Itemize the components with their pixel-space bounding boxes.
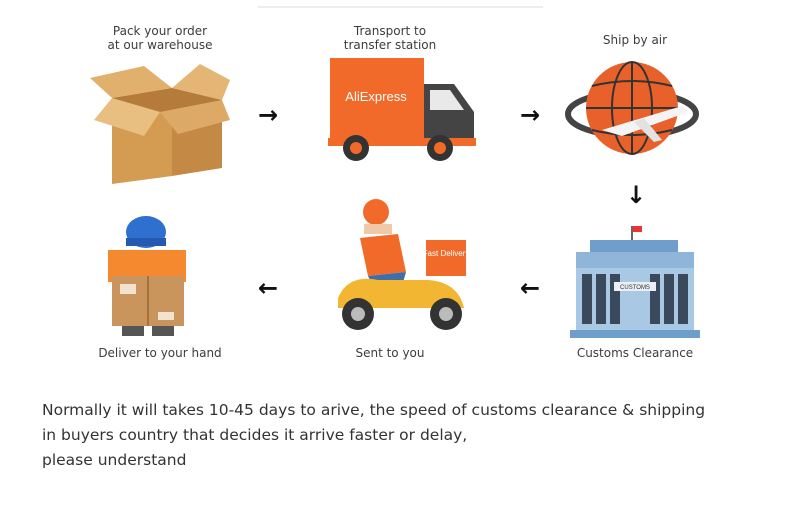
- customs-sign-text: CUSTOMS: [620, 285, 650, 291]
- note-line-1: Normally it will takes 10-45 days to ari…: [42, 401, 706, 419]
- delivery-truck-icon: AliExpress: [328, 58, 476, 161]
- globe-plane-icon: [565, 61, 699, 155]
- step-sent-label: Sent to you: [355, 346, 425, 360]
- shipping-time-note: Normally it will takes 10-45 days to ari…: [42, 398, 782, 473]
- customs-building-icon: CUSTOMS: [570, 226, 700, 338]
- truck-brand-text: AliExpress: [345, 89, 407, 104]
- note-line-3: please understand: [42, 451, 187, 469]
- arrow-right-icon: →: [258, 101, 279, 129]
- top-divider: [258, 6, 543, 8]
- arrow-left-icon-2: ←: [258, 274, 279, 302]
- step-pack-label: Pack your order at our warehouse: [107, 24, 213, 52]
- step-air-label: Ship by air: [602, 33, 668, 47]
- arrow-left-icon: ←: [520, 274, 541, 302]
- delivery-box-text: Fast Delivery: [423, 249, 470, 258]
- arrow-down-icon: ↓: [626, 181, 647, 209]
- step-customs-label: Customs Clearance: [576, 346, 694, 360]
- note-line-2: in buyers country that decides it arrive…: [42, 426, 468, 444]
- step-transport-label: Transport to transfer station: [343, 24, 437, 52]
- scooter-courier-icon: Fast Delivery: [338, 199, 470, 330]
- courier-holding-box-icon: [108, 216, 186, 336]
- cardboard-box-icon: [90, 64, 230, 184]
- step-deliver-label: Deliver to your hand: [98, 346, 222, 360]
- arrow-right-icon-2: →: [520, 101, 541, 129]
